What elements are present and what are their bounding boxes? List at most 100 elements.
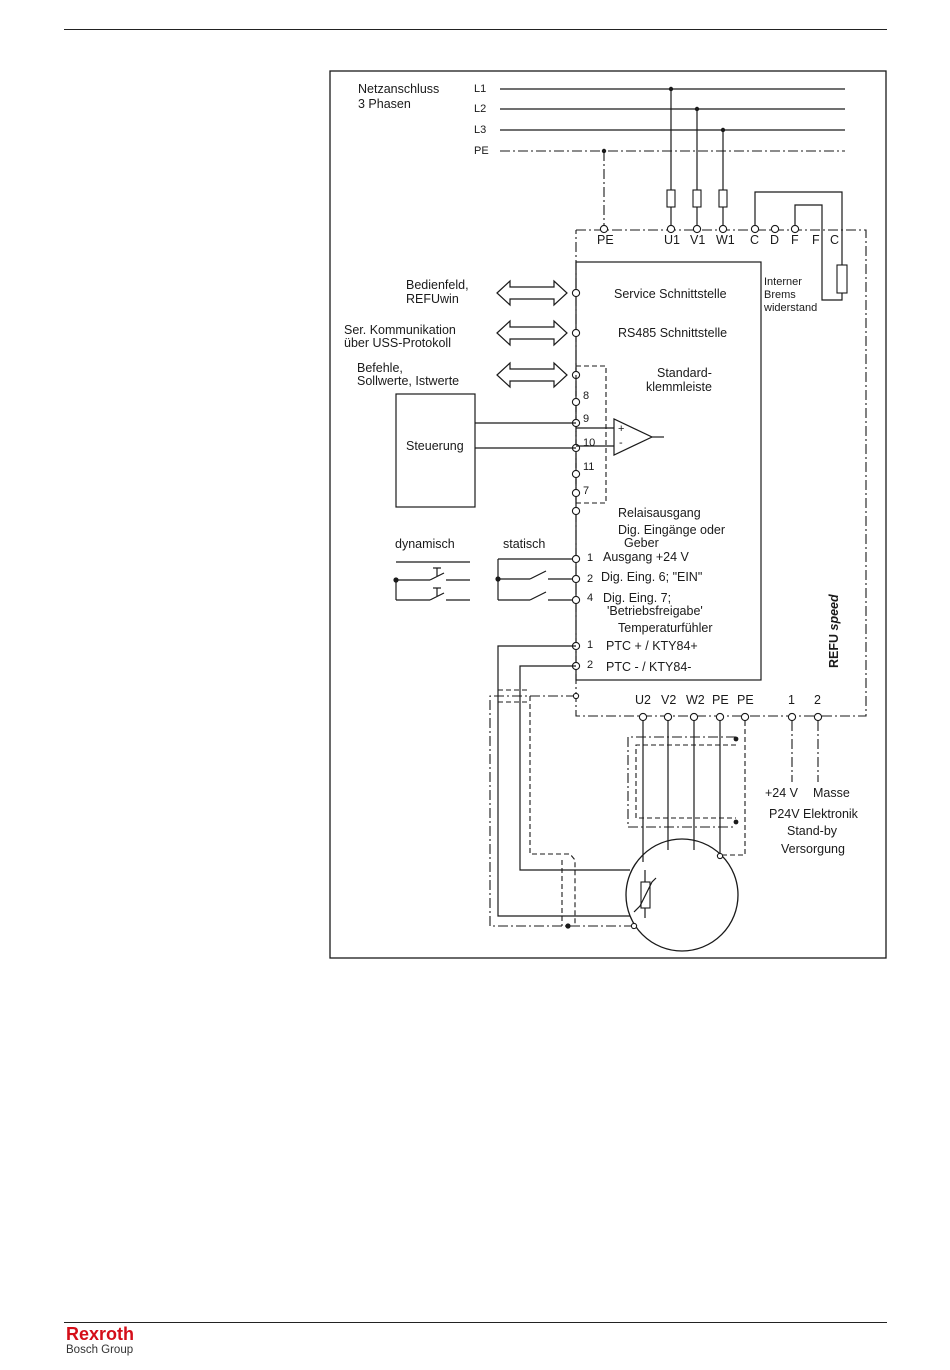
top-terminal-row: [599, 224, 800, 234]
enable-label: 'Betriebsfreigabe': [607, 604, 703, 618]
double-arrow-icon-3: [496, 361, 568, 389]
logo-sub-text: Bosch Group: [66, 1344, 134, 1356]
term-f1: F: [791, 233, 799, 247]
brand-label: REFU speed: [827, 594, 841, 668]
service-port: [571, 288, 581, 298]
diagram-frame: [329, 70, 887, 959]
term-pe-top: PE: [597, 233, 614, 247]
shield-ground-terminal: [572, 692, 580, 700]
std-terminal-box: [575, 365, 607, 504]
ptc-pin-2-text: PTC - / KTY84-: [606, 660, 691, 674]
supply-line-3: Versorgung: [781, 842, 845, 856]
rs485-port: [571, 328, 581, 338]
fuse-l2-icon: [692, 189, 702, 208]
static-switch-icon: [495, 558, 572, 601]
term-c1: C: [750, 233, 759, 247]
ptc-pin-2-num: 2: [587, 659, 593, 671]
ptc-pin-1-text: PTC + / KTY84+: [606, 639, 698, 653]
dynamic-switch-icon: [393, 561, 470, 601]
motor-cable-sheath-inner: [635, 744, 736, 819]
service-block-label: Service Schnittstelle: [614, 287, 727, 301]
fuse-l1-icon: [666, 189, 676, 208]
ptc-shield: [489, 695, 634, 927]
brake-label-2: Brems: [764, 289, 796, 301]
term-24v-num: 1: [788, 693, 795, 707]
panel-label-1: Bedienfeld,: [406, 278, 469, 292]
term-v1: V1: [690, 233, 705, 247]
ptc-shield-inner: [529, 696, 576, 926]
control-unit-label: Steuerung: [406, 439, 464, 453]
opamp-minus: -: [619, 437, 623, 449]
logo-main-text: Rexroth: [66, 1324, 135, 1344]
digital-pin-terminals: [571, 554, 581, 605]
ptc-wire-1: [497, 645, 630, 917]
supply-plus-label: +24 V: [765, 786, 799, 800]
mains-title-2: 3 Phasen: [358, 97, 411, 111]
cmd-label-2: Sollwerte, Istwerte: [357, 374, 459, 388]
term-mass-num: 2: [814, 693, 821, 707]
motor-icon: [625, 838, 739, 952]
motor-ptc-terminal: [630, 922, 638, 930]
double-arrow-icon-1: [496, 279, 568, 307]
shield-ground-dot: [565, 923, 571, 929]
line-label-pe: PE: [474, 145, 489, 157]
brake-label-3: widerstand: [763, 302, 817, 314]
pin-7: 7: [583, 485, 589, 497]
panel-label-2: REFUwin: [406, 292, 459, 306]
term-w1: W1: [716, 233, 735, 247]
cmd-label-1: Befehle,: [357, 361, 403, 375]
std-block-label-2: klemmleiste: [646, 380, 712, 394]
footer-rule: [64, 1322, 887, 1323]
term-pe-b1: PE: [712, 693, 729, 707]
term-d: D: [770, 233, 779, 247]
supply-line-1: P24V Elektronik: [769, 807, 859, 821]
fuse-l3-icon: [718, 189, 728, 208]
term-c2: C: [830, 233, 839, 247]
control-unit-box: [395, 393, 476, 508]
dig-pin-2-num: 2: [587, 573, 593, 585]
term-pe-b2: PE: [737, 693, 754, 707]
temp-sensor-label: Temperaturfühler: [618, 621, 713, 635]
pin-9: 9: [583, 413, 589, 425]
line-label-l1: L1: [474, 83, 486, 95]
opamp-icon: [613, 418, 654, 456]
sheath-clamp-top: [733, 736, 739, 742]
opamp-plus: +: [618, 423, 624, 435]
term-f2: F: [812, 233, 820, 247]
motor-cable-shield: [720, 721, 746, 856]
line-label-l3: L3: [474, 124, 486, 136]
serial-label-1: Ser. Kommunikation: [344, 323, 456, 337]
motor-pe-terminal: [716, 852, 724, 860]
brake-label-1: Interner: [764, 276, 802, 288]
ptc-pin-1-num: 1: [587, 639, 593, 651]
dig-pin-2-text: Dig. Eing. 6; "EIN": [601, 570, 702, 584]
thermistor-icon: [633, 870, 657, 918]
term-u2: U2: [635, 693, 651, 707]
supply-ground-label: Masse: [813, 786, 850, 800]
brake-wire-return: [794, 204, 843, 301]
mains-title-1: Netzanschluss: [358, 82, 439, 96]
pin-10: 10: [583, 437, 595, 449]
brake-resistor-icon: [836, 264, 848, 294]
supply-line-2: Stand-by: [787, 824, 838, 838]
dig-inputs-label-2: Geber: [624, 536, 659, 550]
rs485-block-label: RS485 Schnittstelle: [618, 326, 727, 340]
line-label-l2: L2: [474, 103, 486, 115]
brake-wire-c: [754, 191, 843, 265]
motor-cable-sheath: [627, 736, 736, 828]
pin-8: 8: [583, 390, 589, 402]
ptc-shield-bracket: [498, 689, 530, 703]
bottom-terminal-row: [638, 712, 823, 722]
term-u1: U1: [664, 233, 680, 247]
dig-pin-1-text: Ausgang +24 V: [603, 550, 689, 564]
dig-inputs-label-1: Dig. Eingänge oder: [618, 523, 725, 537]
dig-pin-1-num: 1: [587, 552, 593, 564]
pin-11: 11: [583, 461, 594, 473]
header-rule: [64, 29, 887, 30]
rexroth-logo: Rexroth Bosch Group: [66, 1325, 134, 1357]
term-v2: V2: [661, 693, 676, 707]
switch-static-label: statisch: [503, 537, 545, 551]
dig-pin-4-num: 4: [587, 592, 593, 604]
ptc-wire-2: [519, 665, 630, 871]
